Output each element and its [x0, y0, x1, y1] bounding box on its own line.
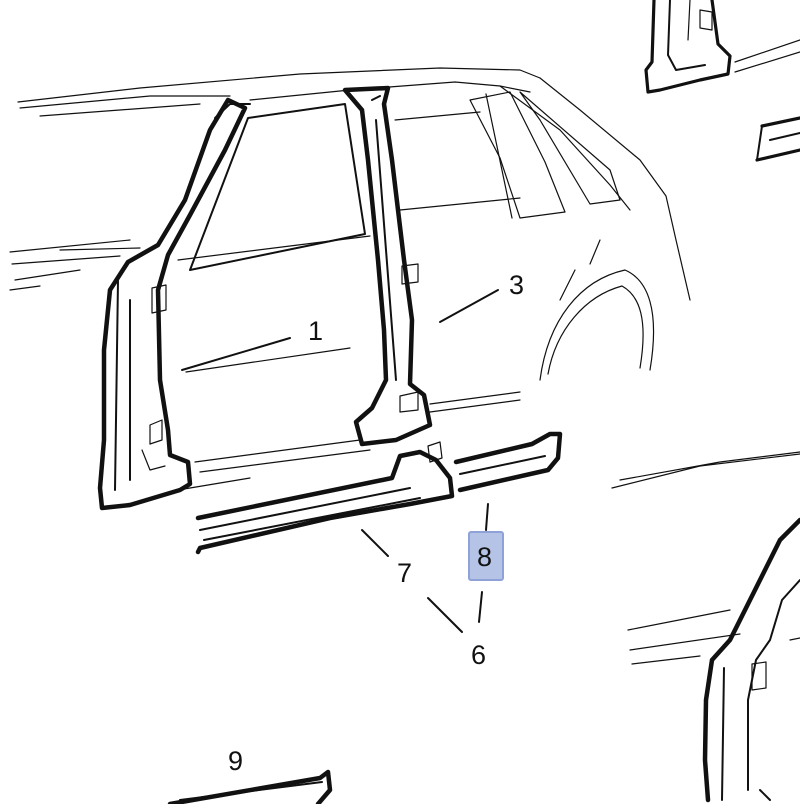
callout-9: 9: [228, 746, 243, 776]
leader-6a: [427, 597, 463, 633]
callout-8: 8: [477, 542, 492, 572]
highlight-box-8: [468, 531, 504, 581]
center-pillar: [342, 85, 433, 447]
leader-lines: [181, 289, 499, 633]
rocker-panel-rear: [453, 431, 563, 493]
callout-3: 3: [509, 270, 524, 300]
part-9-fragment: [167, 769, 333, 804]
callout-6: 6: [471, 640, 486, 670]
leader-8: [485, 503, 489, 531]
callout-7: 7: [397, 558, 412, 588]
callout-1: 1: [308, 316, 323, 346]
car-body-outline: [9, 67, 691, 491]
inset-bottom-right-fragment: [611, 451, 800, 803]
inset-top-right-fragment: [644, 0, 800, 162]
leader-7: [361, 529, 389, 557]
leader-6b: [478, 591, 483, 623]
rocker-panel-front: [195, 441, 455, 555]
leader-3: [439, 289, 499, 323]
front-pillar: [97, 97, 251, 511]
leader-1: [181, 337, 291, 371]
